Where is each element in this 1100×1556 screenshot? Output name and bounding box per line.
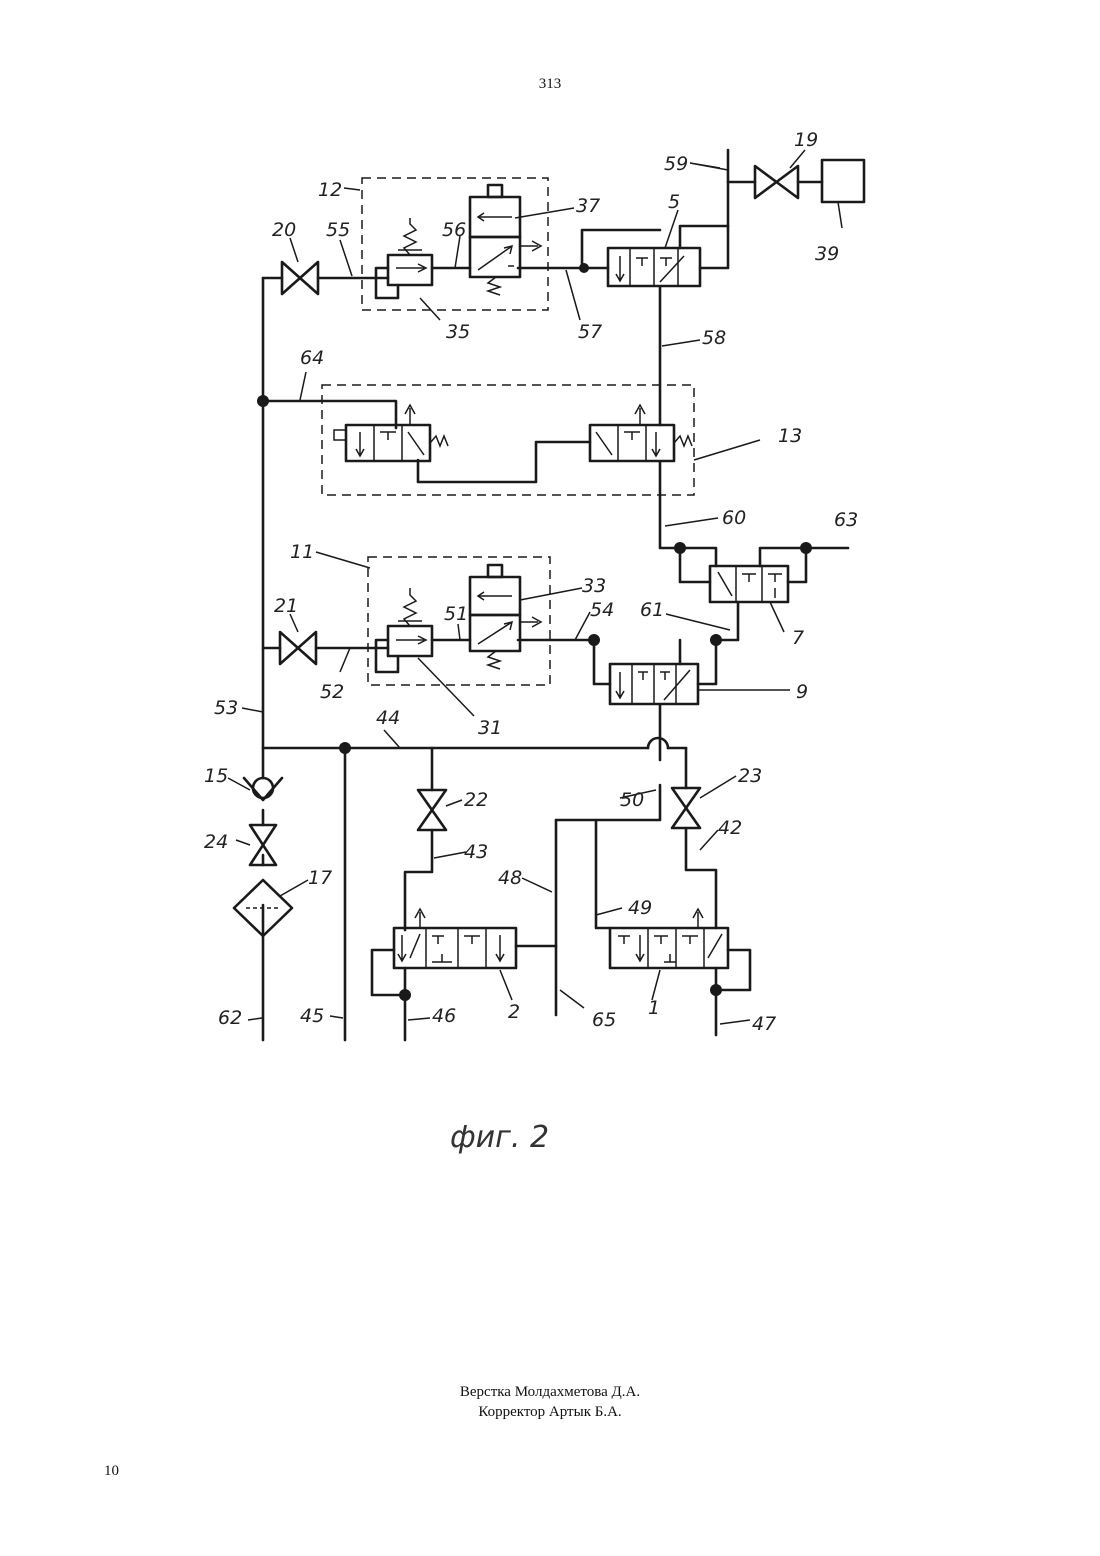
label-15: 15: [204, 765, 228, 787]
label-55: 55: [326, 219, 350, 241]
label-44: 44: [376, 707, 400, 729]
label-57: 57: [578, 321, 602, 343]
solenoid-valve-33: [470, 565, 541, 669]
label-24: 24: [204, 831, 228, 853]
label-23: 23: [738, 765, 762, 787]
label-31: 31: [478, 717, 502, 739]
label-22: 22: [464, 789, 488, 811]
credit-layout: Верстка Молдахметова Д.А.: [0, 1382, 1100, 1402]
label-13: 13: [778, 425, 802, 447]
label-58: 58: [702, 327, 726, 349]
label-65: 65: [592, 1009, 616, 1031]
label-7: 7: [792, 627, 804, 649]
label-56: 56: [442, 219, 466, 241]
label-12: 12: [318, 179, 342, 201]
label-46: 46: [432, 1005, 456, 1027]
label-37: 37: [576, 195, 600, 217]
label-17: 17: [308, 867, 332, 889]
label-20: 20: [272, 219, 296, 241]
label-42: 42: [718, 817, 742, 839]
label-54: 54: [590, 599, 614, 621]
directional-valve-13-right: [590, 405, 692, 461]
credits: Верстка Молдахметова Д.А. Корректор Арты…: [0, 1382, 1100, 1422]
pressure-regulator-35: [376, 218, 432, 298]
reference-labels: 12 20 55 56 37 5 59 19 39 35 57 58 64 13…: [204, 129, 858, 1035]
pneumatic-circuit-diagram: 12 20 55 56 37 5 59 19 39 35 57 58 64 13…: [0, 0, 1100, 1100]
label-52: 52: [320, 681, 344, 703]
label-50: 50: [620, 789, 644, 811]
pipelines: [263, 150, 848, 1040]
label-9: 9: [796, 681, 808, 703]
label-49: 49: [628, 897, 652, 919]
directional-valve-9: [610, 664, 698, 704]
junction-dots: [257, 263, 812, 1001]
label-64: 64: [300, 347, 324, 369]
label-11: 11: [290, 541, 314, 563]
label-21: 21: [274, 595, 298, 617]
label-62: 62: [218, 1007, 242, 1029]
receiver-39: [822, 160, 864, 202]
directional-valve-5: [608, 248, 700, 286]
label-53: 53: [214, 697, 238, 719]
label-47: 47: [752, 1013, 776, 1035]
label-2: 2: [508, 1001, 520, 1023]
label-63: 63: [834, 509, 858, 531]
label-5: 5: [668, 191, 680, 213]
leader-lines: [228, 150, 842, 1024]
page-number-bottom: 10: [104, 1463, 119, 1480]
label-51: 51: [444, 603, 468, 625]
label-19: 19: [794, 129, 818, 151]
label-61: 61: [640, 599, 664, 621]
throttle-20: [282, 262, 318, 294]
label-45: 45: [300, 1005, 324, 1027]
label-33: 33: [582, 575, 606, 597]
throttle-21: [280, 632, 316, 664]
label-1: 1: [648, 997, 660, 1019]
figure-caption: фиг. 2: [450, 1120, 549, 1155]
label-35: 35: [446, 321, 470, 343]
directional-valve-7: [710, 566, 788, 602]
label-59: 59: [664, 153, 688, 175]
directional-valve-13-left: [334, 405, 448, 461]
credit-corrector: Корректор Артык Б.А.: [0, 1402, 1100, 1422]
pressure-regulator-31: [376, 588, 432, 672]
throttle-19: [755, 166, 798, 198]
solenoid-valve-37: [470, 185, 541, 295]
label-39: 39: [815, 243, 839, 265]
label-60: 60: [722, 507, 746, 529]
throttle-22: [418, 790, 446, 830]
directional-valve-2: [394, 909, 516, 968]
label-43: 43: [464, 841, 488, 863]
label-48: 48: [498, 867, 522, 889]
throttle-23: [672, 788, 700, 828]
